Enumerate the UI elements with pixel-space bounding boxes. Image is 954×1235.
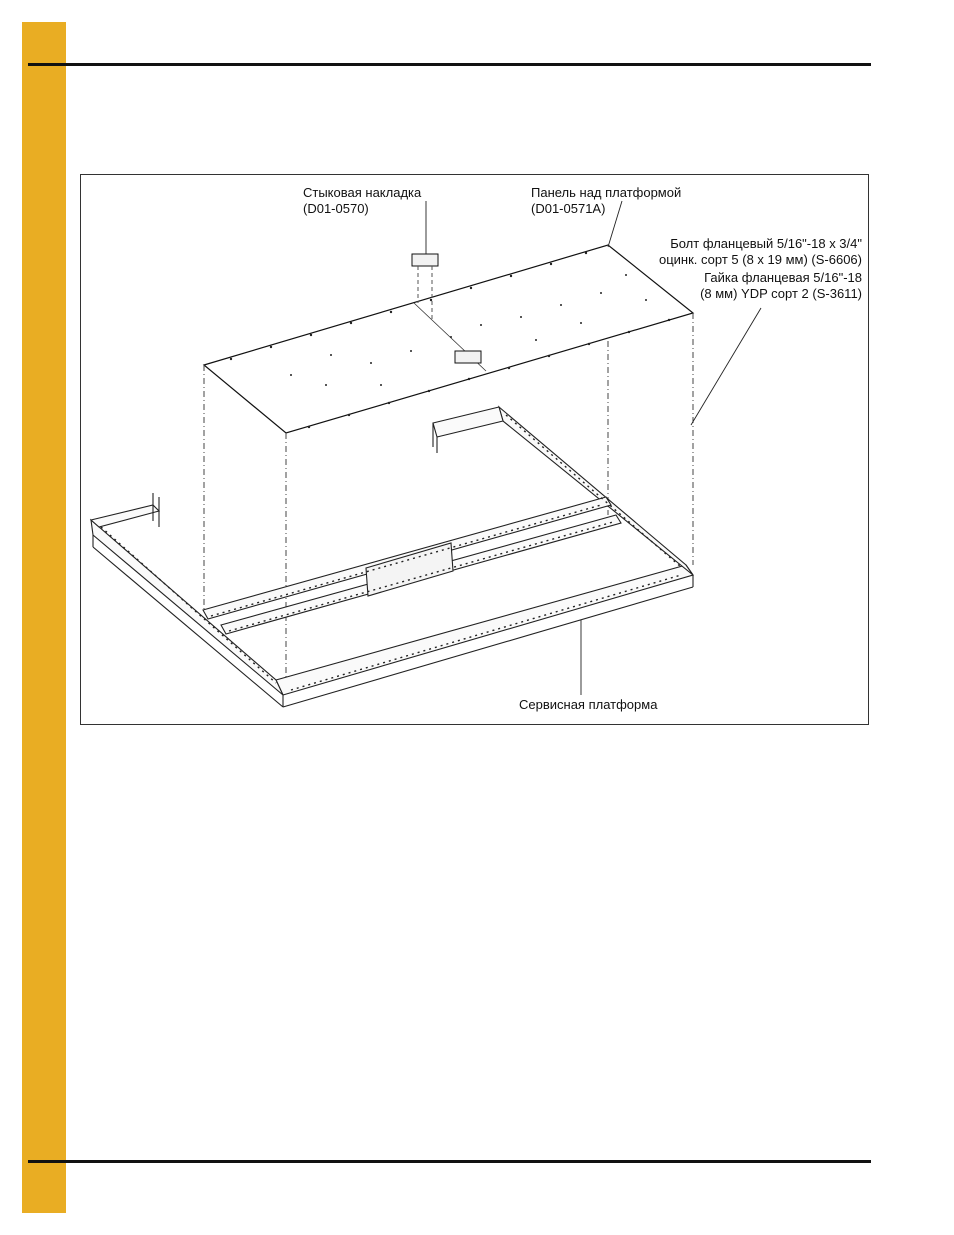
butt-plate-lower bbox=[455, 351, 481, 363]
callout-nut: Гайка фланцевая 5/16"-18 (8 мм) YDP сорт… bbox=[700, 270, 862, 302]
callout-butt-plate-name: Стыковая накладка bbox=[303, 185, 421, 201]
callout-bolt: Болт фланцевый 5/16"-18 x 3/4" оцинк. со… bbox=[659, 236, 862, 268]
assembly-figure: Стыковая накладка (D01-0570) Панель над … bbox=[80, 174, 869, 725]
platform-frame bbox=[91, 407, 693, 707]
panel-outline bbox=[204, 245, 693, 433]
callout-bolt-line2: оцинк. сорт 5 (8 x 19 мм) (S-6606) bbox=[659, 252, 862, 268]
butt-plate-upper bbox=[412, 254, 438, 266]
callout-nut-line2: (8 мм) YDP сорт 2 (S-3611) bbox=[700, 286, 862, 302]
callout-butt-plate-code: (D01-0570) bbox=[303, 201, 421, 217]
callout-butt-plate: Стыковая накладка (D01-0570) bbox=[303, 185, 421, 217]
leader-bolt-nut bbox=[691, 308, 761, 425]
callout-nut-line1: Гайка фланцевая 5/16"-18 bbox=[700, 270, 862, 286]
side-color-band bbox=[22, 22, 66, 1213]
header-rule bbox=[28, 63, 871, 66]
callout-panel-name: Панель над платформой bbox=[531, 185, 681, 201]
callout-panel: Панель над платформой (D01-0571A) bbox=[531, 185, 681, 217]
callout-panel-code: (D01-0571A) bbox=[531, 201, 681, 217]
callout-bolt-line1: Болт фланцевый 5/16"-18 x 3/4" bbox=[659, 236, 862, 252]
footer-rule bbox=[28, 1160, 871, 1163]
callout-platform: Сервисная платформа bbox=[519, 697, 657, 713]
callout-platform-name: Сервисная платформа bbox=[519, 697, 657, 713]
